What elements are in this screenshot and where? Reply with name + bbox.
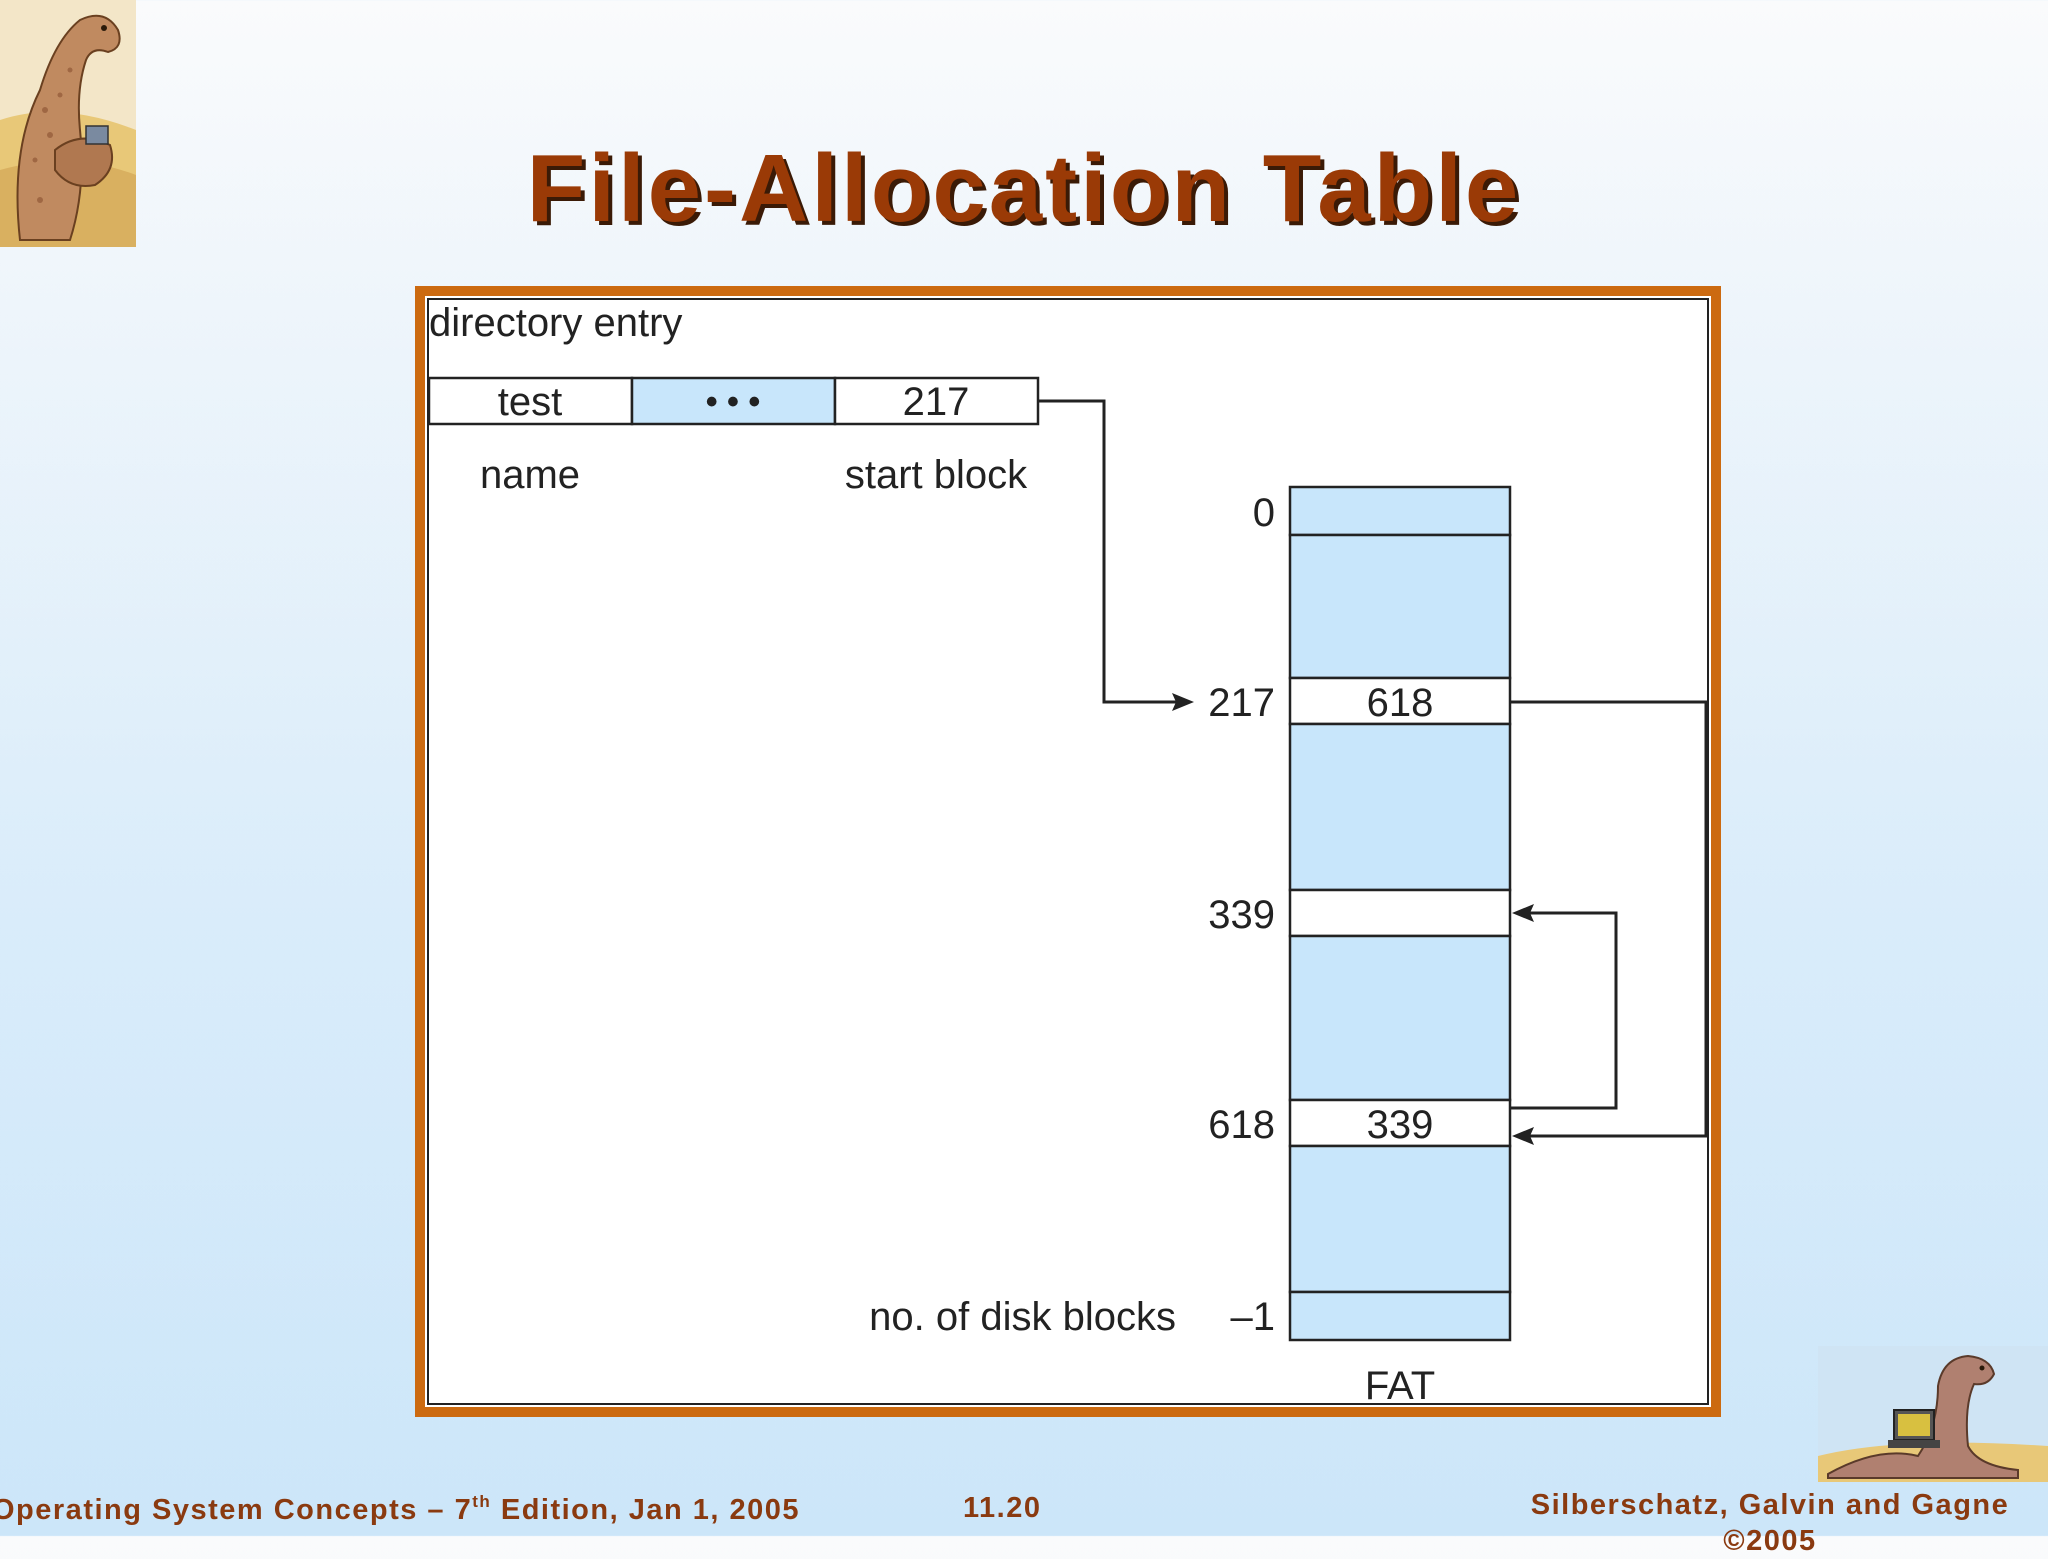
index-last: –1 xyxy=(1231,1295,1276,1339)
footer-authors-line: Silberschatz, Galvin and Gagne xyxy=(1530,1489,2010,1521)
arrowhead-217 xyxy=(1172,693,1194,711)
index-618: 618 xyxy=(1208,1103,1275,1147)
entry-ellipsis-cell xyxy=(630,376,837,426)
fat-value-at-217: 618 xyxy=(1367,681,1434,725)
footer-course-text: Operating System Concepts – 7 xyxy=(0,1494,473,1526)
fat-column xyxy=(1288,485,1512,1342)
dinosaur-clipart-top xyxy=(0,0,136,247)
fat-gap-1 xyxy=(1288,533,1512,680)
arrow-start-to-217 xyxy=(1038,399,1178,704)
arrowhead-618 xyxy=(1512,1127,1534,1145)
slide-title: File-Allocation Table xyxy=(526,135,1522,243)
footer-page-number: 11.20 xyxy=(963,1492,1042,1524)
entry-start-value: 217 xyxy=(903,380,970,424)
index-0: 0 xyxy=(1253,491,1275,535)
fat-gap-2 xyxy=(1288,722,1512,892)
start-block-caption: start block xyxy=(845,453,1028,497)
disk-blocks-label: no. of disk blocks xyxy=(869,1295,1176,1339)
arrow-217-to-618 xyxy=(1510,700,1708,1138)
fat-gap-4 xyxy=(1288,1144,1512,1294)
fat-gap-3 xyxy=(1288,934,1512,1102)
fat-cell-0 xyxy=(1288,485,1512,537)
index-217: 217 xyxy=(1208,681,1275,725)
index-339: 339 xyxy=(1208,893,1275,937)
arrow-618-to-339 xyxy=(1510,911,1618,1110)
entry-name-cell xyxy=(427,376,634,426)
fat-cell-339 xyxy=(1288,888,1512,938)
fat-cell-618 xyxy=(1288,1098,1512,1148)
dinosaur-clipart-bottom xyxy=(1818,1346,2048,1482)
entry-start-cell xyxy=(833,376,1040,426)
footer-course: Operating System Concepts – 7th Edition,… xyxy=(0,1492,800,1527)
entry-ellipsis: • • • xyxy=(706,383,761,421)
footer-course-text-end: Edition, Jan 1, 2005 xyxy=(491,1494,801,1526)
entry-name-value: test xyxy=(498,380,562,424)
fat-cell-last xyxy=(1288,1290,1512,1342)
arrowhead-339 xyxy=(1512,904,1534,922)
directory-entry-label: directory entry xyxy=(429,301,682,345)
footer-course-sup: th xyxy=(472,1492,492,1511)
footer-authors: Silberschatz, Galvin and Gagne ©2005 xyxy=(1520,1487,2020,1559)
name-caption: name xyxy=(480,453,580,497)
footer-copyright: ©2005 xyxy=(1723,1525,1817,1557)
diagram-frame xyxy=(415,286,1721,1417)
fat-label: FAT xyxy=(1365,1364,1435,1408)
fat-value-at-618: 339 xyxy=(1367,1103,1434,1147)
